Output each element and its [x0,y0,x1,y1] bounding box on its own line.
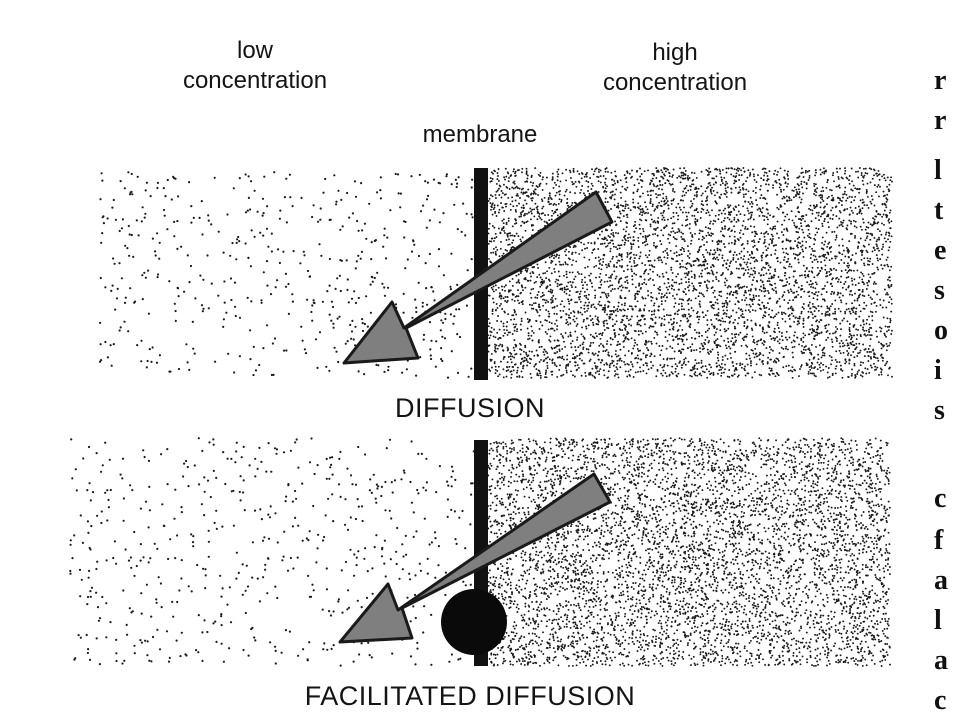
facilitated-diffusion-title: FACILITATED DIFFUSION [304,681,636,711]
edge-glyph: s [934,276,945,306]
carrier-protein [441,589,507,655]
panel-diffusion [98,167,893,380]
edge-glyph: c [934,686,947,716]
edge-glyph: a [934,566,948,596]
low-concentration-label: low concentration [182,37,328,94]
edge-glyph: l [934,606,942,636]
edge-glyph: i [934,356,942,386]
edge-glyph: a [934,646,948,676]
diffusion-title: DIFFUSION [395,393,545,423]
edge-glyph: r [934,66,947,96]
edge-glyph: t [934,196,944,226]
edge-glyph: c [934,484,947,514]
edge-glyph: l [934,156,942,186]
edge-glyph: r [934,106,947,136]
particle-stipple-top [98,167,893,379]
edge-glyph: o [934,316,948,346]
facilitated-diffusion-arrow [338,472,612,644]
membrane-label: membrane [422,121,538,148]
high-concentration-label: high concentration [602,39,748,96]
edge-glyph: f [934,526,944,556]
diffusion-arrow [342,190,614,365]
edge-glyph: s [934,396,945,426]
panel-facilitated-diffusion [69,437,891,667]
edge-glyph: e [934,236,947,266]
